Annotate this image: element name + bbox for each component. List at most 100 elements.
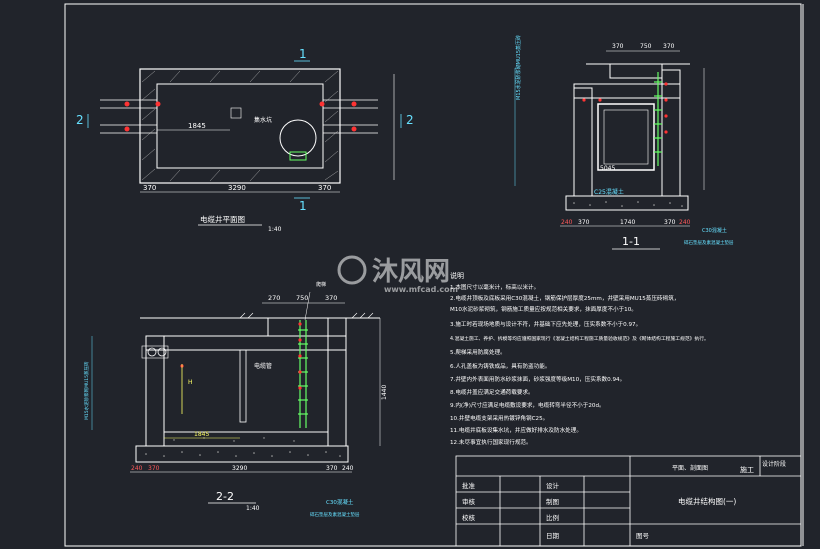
watermark-url: www.mfcad.com [384, 285, 458, 294]
s22-left-wall [145, 335, 165, 447]
note-item: 11.电缆井底板设集水坑，并应做好排水及防水处理。 [450, 426, 582, 434]
s11-rebar-marks [582, 82, 668, 134]
red-pipe-mark [351, 126, 357, 132]
outer-frame [64, 3, 802, 547]
sump-grate [289, 151, 307, 161]
note-item: 6.人孔盖板为铸铁成品，具有防盗功能。 [450, 362, 550, 370]
section-2-2: 270 750 370 [83, 281, 388, 518]
s22-label-side: M15水泥砂浆砌MU15蒸压砖 [83, 361, 90, 420]
s22-dim-top-1: 270 [268, 294, 280, 302]
s11-dim-b3: 1740 [620, 219, 635, 226]
s22-label-base: 碎石垫层及素混凝土垫层 [310, 511, 360, 518]
note-item: 12.未尽事宜执行国家现行规范。 [450, 438, 532, 446]
note-item: 3.施工时若现场地质与设计不符，井基础下应先处理，压实系数不小于0.97。 [450, 320, 641, 328]
red-pipe-mark [351, 101, 357, 107]
s11-base-dots [573, 201, 683, 207]
red-pipe-mark [155, 101, 161, 107]
s11-dim-b4: 370 [664, 219, 676, 226]
s22-ground-hatch [239, 312, 374, 319]
plan-scale: 1:40 [268, 226, 282, 233]
s22-leader [304, 291, 311, 321]
note-item: 4.混凝土施工、养护、拆模等均应遵照国家现行《混凝土结构工程施工质量验收规范》及… [450, 335, 709, 342]
note-item: 9.内(净)尺寸应满足电缆敷设要求，电缆转弯半径不小于20d。 [450, 401, 605, 409]
title-block [455, 455, 802, 547]
s11-left-wall [573, 87, 593, 197]
plan-dim-left: 370 [143, 184, 156, 192]
s11-dim-top-3: 370 [663, 43, 675, 50]
s11-label-side: M15水泥砂浆砌MU15蒸压砖 [515, 35, 522, 100]
tb-stage-value: 施工 [740, 465, 754, 474]
title-block-text: 平面、剖面图 设计阶段 施工 批准 设计 审核 制图 校核 比例 日期 图号 电… [462, 460, 786, 540]
s22-title: 2-2 [216, 490, 234, 503]
s22-label-ladder: 爬梯 [316, 281, 326, 288]
s22-label-1845: 1845 [194, 431, 209, 438]
s22-base-slab [135, 445, 349, 463]
s22-label-c30: C30混凝土 [326, 498, 354, 506]
s11-opening-inner [603, 109, 649, 165]
tb-row4-b: 日期 [546, 532, 560, 540]
s11-base-slab [565, 195, 689, 211]
tb-row1-b: 设计 [546, 481, 560, 490]
s11-dim-b1: 240 [561, 219, 573, 226]
watermark: 沐风网 www.mfcad.com [337, 255, 458, 294]
watermark-brand: 沐风网 [372, 257, 450, 287]
s11-right-wall [661, 69, 681, 197]
s11-opening [597, 103, 655, 171]
s22-dim-top-3: 370 [325, 294, 337, 302]
s11-neck [609, 63, 663, 79]
section-mark-right: 2 [406, 113, 414, 127]
s22-pipe [147, 347, 157, 357]
s11-label-base: 碎石垫层及素混凝土垫层 [684, 239, 734, 246]
s22-dim-b3: 3290 [232, 465, 247, 472]
s22-pipe-block [141, 345, 169, 359]
tb-row2-a: 审核 [462, 497, 476, 506]
s22-h-label: H [188, 379, 193, 386]
notes-heading: 说明 [450, 271, 464, 280]
notes-block: 说明 1.本图尺寸以毫米计，标高以米计。 2.电缆井顶板及底板采用C30混凝土，… [450, 271, 709, 446]
plan-callout: 集水坑 [254, 116, 272, 124]
plan-title: 电缆井平面图 [200, 214, 245, 224]
s11-title: 1-1 [622, 235, 640, 248]
s11-dim-b5: 240 [679, 219, 691, 226]
section-mark-bottom: 1 [299, 199, 307, 213]
tb-top-mid: 平面、剖面图 [672, 464, 708, 472]
s22-rebar-marks [180, 322, 302, 390]
sump-pit [279, 119, 317, 157]
watermark-logo-icon [337, 255, 367, 285]
s22-dim-top-2: 750 [296, 294, 308, 302]
plan-pipes [100, 99, 378, 134]
s22-right-wall [327, 317, 347, 447]
s22-base-dots [145, 437, 341, 457]
s22-top-slab [145, 335, 347, 351]
plan-dim-middle: 3290 [228, 184, 246, 192]
note-item: 10.井壁电缆支架采用热镀锌角钢C25。 [450, 414, 548, 422]
s11-ladder [654, 72, 662, 166]
plan-dim-inner: 1845 [188, 122, 206, 130]
s11-dim-b2: 370 [578, 219, 590, 226]
s22-ladder [298, 320, 308, 428]
note-item: 7.井壁内外表面用防水砂浆抹面，砂浆强度等级M10，压实系数0.94。 [450, 375, 625, 383]
s11-dim-top-2: 750 [640, 43, 652, 50]
plan-outer-wall [139, 68, 341, 184]
s22-label-1440: 1440 [381, 385, 388, 400]
note-item: 5.爬梯采用防腐处理。 [450, 348, 506, 356]
section-mark-top: 1 [299, 47, 307, 61]
red-pipe-mark [319, 101, 325, 107]
s11-label-c30: C30混凝土 [702, 227, 727, 234]
tb-row4-c: 图号 [636, 532, 650, 540]
s22-label-pipe: 电缆管 [254, 362, 272, 370]
note-item: M10水泥砂浆砌筑，钢筋施工质量应按规范相关要求，抹面厚度不小于10。 [450, 305, 637, 313]
s11-dim-top-1: 370 [612, 43, 624, 50]
s22-dim-b1: 240 [131, 465, 143, 472]
s22-dim-b5: 240 [342, 465, 354, 472]
s22-partition [239, 349, 247, 423]
s22-neck [267, 317, 329, 337]
tb-row3-b: 比例 [546, 513, 559, 522]
s22-dim-b4: 370 [326, 465, 338, 472]
note-item: 8.电缆井盖应满足交通荷载要求。 [450, 388, 534, 396]
note-item: 1.本图尺寸以毫米计，标高以米计。 [450, 283, 539, 291]
s22-dim-b2: 370 [148, 465, 160, 472]
tb-stage-label: 设计阶段 [762, 460, 786, 468]
